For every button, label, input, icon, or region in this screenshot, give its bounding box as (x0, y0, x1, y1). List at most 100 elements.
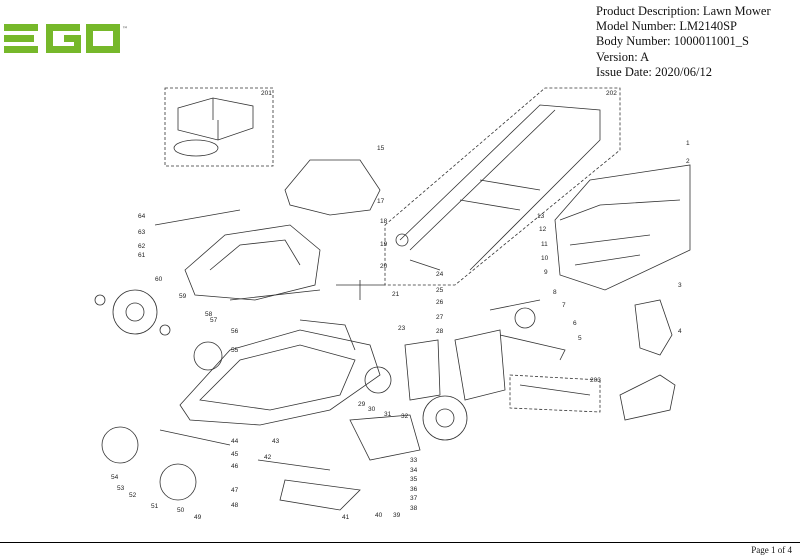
callout-19: 19 (380, 241, 388, 248)
front-wheel-right (422, 395, 468, 441)
callout-48: 48 (231, 502, 239, 509)
version: Version: A (596, 49, 650, 64)
callout-9: 9 (544, 269, 548, 276)
trademark-symbol: ™ (122, 26, 128, 33)
footer-rule (0, 542, 800, 543)
callout-45: 45 (231, 451, 239, 458)
motor-box (509, 374, 601, 413)
callout-47: 47 (231, 487, 239, 494)
callout-26: 26 (436, 299, 444, 306)
mower-deck (179, 329, 381, 426)
callout-32: 32 (401, 413, 409, 420)
callout-28: 28 (436, 328, 444, 335)
callout-3: 3 (678, 282, 682, 289)
front-wheel-left (159, 463, 197, 501)
callout-34: 34 (410, 467, 418, 474)
page-number: Page 1 of 4 (751, 545, 792, 555)
callout-57: 57 (210, 317, 218, 324)
handle-wheel (514, 307, 536, 329)
battery-box (164, 87, 274, 167)
callout-37: 37 (410, 495, 418, 502)
upper-link (154, 209, 241, 226)
callout-40: 40 (375, 512, 383, 519)
gear-wheel (364, 366, 392, 394)
callout-62: 62 (138, 243, 146, 250)
handle-knob-left (395, 233, 409, 247)
motor-shaft (519, 384, 591, 396)
grass-bag (554, 164, 691, 291)
lever-bars (489, 299, 566, 361)
callout-1: 1 (686, 140, 690, 147)
ego-logo: ™ (4, 22, 128, 58)
callout-52: 52 (129, 492, 137, 499)
callout-61: 61 (138, 252, 146, 259)
rear-wheel-left-bottom (101, 426, 139, 464)
top-cover (184, 224, 321, 301)
callout-41: 41 (342, 514, 350, 521)
callout-64: 64 (138, 213, 146, 220)
callout-6: 6 (573, 320, 577, 327)
callout-5: 5 (578, 335, 582, 342)
callout-60: 60 (155, 276, 163, 283)
document-meta: Product Description: Lawn Mower Model Nu… (596, 4, 771, 80)
rear-wheel-left-top (112, 289, 158, 335)
callout-27: 27 (436, 314, 444, 321)
callout-12: 12 (539, 226, 547, 233)
callout-10: 10 (541, 255, 549, 262)
callout-63: 63 (138, 229, 146, 236)
ego-logo-mark (4, 24, 120, 53)
top-cover-detail (209, 239, 301, 271)
lower-link (229, 289, 321, 301)
callout-51: 51 (151, 503, 159, 510)
callout-43: 43 (272, 438, 280, 445)
grass-bag-frame (559, 199, 681, 266)
callout-20: 20 (380, 263, 388, 270)
callout-2: 2 (686, 158, 690, 165)
issue-date: Issue Date: 2020/06/12 (596, 64, 712, 79)
bracket (336, 280, 385, 300)
rear-flap (454, 329, 506, 401)
side-discharge-chute (619, 374, 676, 421)
exploded-parts-diagram: 201 202 203 1 2 3 4 5 6 7 8 9 10 11 12 1… (94, 87, 691, 521)
callout-38: 38 (410, 505, 418, 512)
callout-25: 25 (436, 287, 444, 294)
callout-labels: 201 202 203 1 2 3 4 5 6 7 8 9 10 11 12 1… (111, 90, 690, 521)
handle-clip (409, 259, 441, 271)
callout-44: 44 (231, 438, 239, 445)
callout-31: 31 (384, 411, 392, 418)
callout-46: 46 (231, 463, 239, 470)
callout-8: 8 (553, 289, 557, 296)
handle-frame (399, 104, 601, 271)
deck-inner (199, 344, 356, 411)
callout-54: 54 (111, 474, 119, 481)
height-lever-assembly (349, 414, 421, 461)
callout-17: 17 (377, 198, 385, 205)
callout-33: 33 (410, 457, 418, 464)
callout-11: 11 (541, 241, 548, 248)
callout-39: 39 (393, 512, 401, 519)
callout-202: 202 (606, 90, 617, 97)
callout-30: 30 (368, 406, 376, 413)
product-description: Product Description: Lawn Mower (596, 4, 771, 18)
blade-adapter-disc (193, 341, 223, 371)
callout-23: 23 (398, 325, 406, 332)
callout-59: 59 (179, 293, 187, 300)
callout-13: 13 (537, 213, 545, 220)
callout-201: 201 (261, 90, 272, 97)
callout-55: 55 (231, 347, 239, 354)
battery (177, 97, 254, 141)
callout-42: 42 (264, 454, 272, 461)
callout-203: 203 (590, 377, 601, 384)
callout-4: 4 (678, 328, 682, 335)
battery-base (173, 139, 219, 157)
callout-24: 24 (436, 271, 444, 278)
callout-53: 53 (117, 485, 125, 492)
callout-18: 18 (380, 218, 388, 225)
callout-36: 36 (410, 486, 418, 493)
callout-58: 58 (205, 311, 213, 318)
part-drawings (94, 87, 691, 511)
callout-50: 50 (177, 507, 185, 514)
callout-56: 56 (231, 328, 239, 335)
callout-7: 7 (562, 302, 566, 309)
deck-rear (299, 319, 356, 351)
